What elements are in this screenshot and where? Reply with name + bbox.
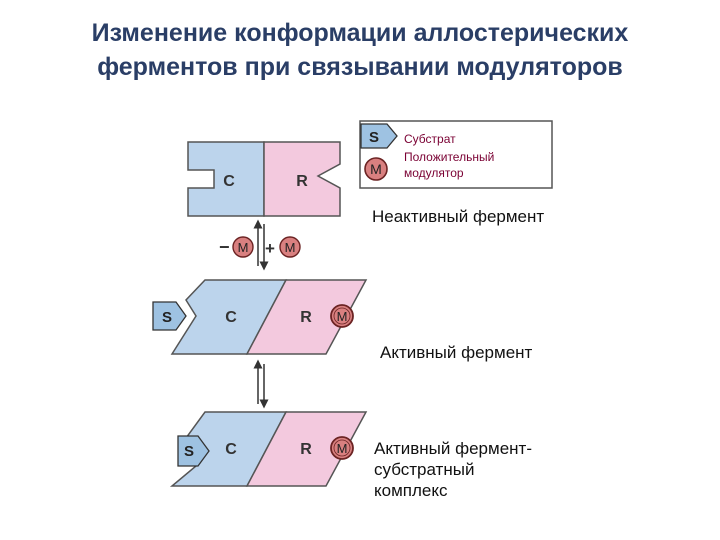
complex-enzyme: C R [169,411,368,487]
plus-sign: + [265,239,275,258]
active-free-substrate-icon: S [152,301,187,331]
active-bound-modulator-icon: M [330,304,354,328]
complex-bound-s: S [184,443,194,460]
inactive-enzyme-label: Неактивный фермент [372,207,545,226]
complex-bound-modulator-icon: M [330,436,354,460]
inactive-enzyme: C R [187,141,341,217]
complex-r-label: R [300,441,312,458]
legend-modulator-icon: M [364,157,388,181]
legend-s-symbol: S [369,129,379,146]
title-line-1: Изменение конформации аллостерических [91,19,629,47]
inactive-c-label: C [223,173,235,190]
minus-sign: − [219,237,230,257]
active-enzyme-label: Активный фермент [380,343,533,362]
active-bound-m: M [337,309,348,324]
complex-label-line-2: субстратный [374,460,475,479]
legend-substrate-label: Субстрат [404,132,456,146]
inactive-r-label: R [296,173,308,190]
complex-label-line-3: комплекс [374,481,448,500]
complex-label: Активный фермент- субстратный комплекс [374,438,532,501]
legend-modulator-label-2: модулятор [404,166,464,180]
modulator-release: − M [219,236,254,258]
legend-m-symbol: M [370,161,382,177]
legend-modulator-label-1: Положительный [404,150,494,164]
modulator-icon-minus [232,236,254,258]
complex-c-label: C [225,441,237,458]
complex-regulatory-subunit [245,411,368,487]
complex-bound-m: M [337,441,348,456]
active-c-label: C [225,309,237,326]
modulator-plus-m: M [285,240,296,255]
page-title: Изменение конформации аллостерических фе… [20,16,700,84]
inactive-regulatory-subunit [263,141,341,217]
legend-substrate-icon: S [360,123,398,149]
complex-label-line-1: Активный фермент- [374,439,532,458]
modulator-icon-plus [279,236,301,258]
modulator-binding: + M [265,236,301,258]
active-r-label: R [300,309,312,326]
complex-bound-substrate-icon: S [177,435,210,467]
active-free-s: S [162,309,172,326]
modulator-minus-m: M [238,240,249,255]
title-line-2: ферментов при связывании модуляторов [97,53,623,81]
active-regulatory-subunit [245,279,368,355]
active-enzyme: C R [170,279,368,355]
equilibrium-arrows-2 [253,359,269,409]
equilibrium-arrows-1 [253,219,269,271]
